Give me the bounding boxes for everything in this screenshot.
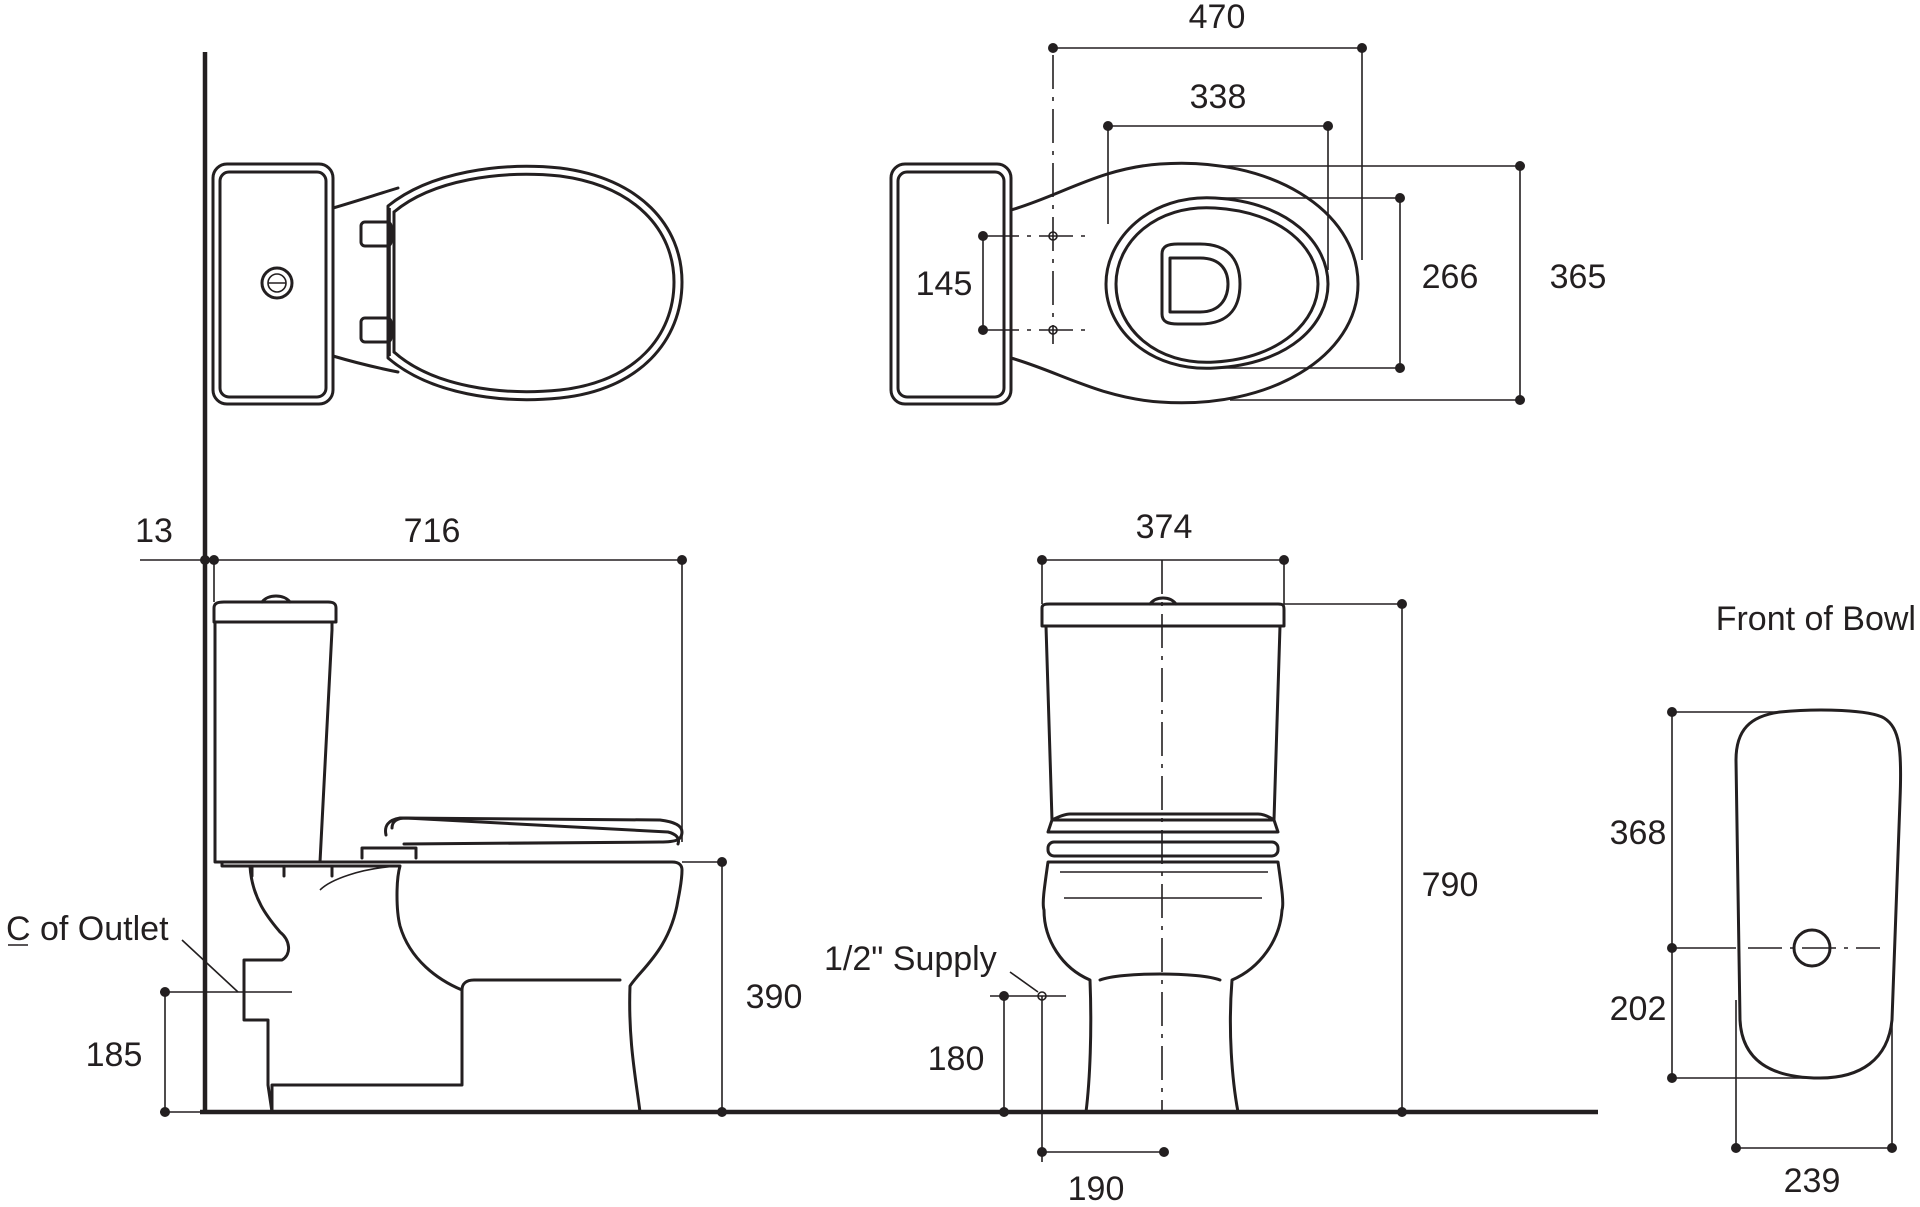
seat-side xyxy=(384,816,684,846)
top-view-open xyxy=(889,55,1360,406)
drain-outer xyxy=(1160,242,1242,326)
dim-365: 365 xyxy=(1550,258,1607,296)
dim-790: 790 xyxy=(1422,866,1479,904)
dim-180: 180 xyxy=(928,1040,985,1078)
lid-side xyxy=(390,816,680,846)
tank-top-outline xyxy=(211,162,335,406)
seat-hinge-side xyxy=(360,846,418,860)
top-view-closed xyxy=(211,162,684,406)
dim-266: 266 xyxy=(1422,258,1479,296)
outlet-label: of Outlet xyxy=(40,910,169,948)
dim-239: 239 xyxy=(1784,1162,1841,1200)
lid-inner xyxy=(392,172,676,394)
front-bowl xyxy=(1041,860,1285,1114)
dim-374: 374 xyxy=(1136,508,1193,546)
front-tank-body xyxy=(1044,624,1282,822)
front-seat xyxy=(1046,840,1280,858)
lid-outline xyxy=(386,164,684,402)
bowl-opening-outline xyxy=(1114,206,1320,364)
dim-145: 145 xyxy=(916,265,973,303)
bowl-rim-outline xyxy=(1009,161,1360,405)
front-tank-lid xyxy=(1040,602,1286,628)
side-view-dimensions: 13 716 390 185 C of Outlet xyxy=(6,512,802,1117)
dim-368: 368 xyxy=(1610,814,1667,852)
hinge-lower xyxy=(359,316,393,344)
front-view xyxy=(1040,560,1286,1114)
bowl-front-outline xyxy=(1734,708,1903,1080)
dim-185: 185 xyxy=(86,1036,143,1074)
front-lid xyxy=(1046,812,1280,834)
tank-side xyxy=(213,620,334,864)
trapway-side xyxy=(242,864,290,1114)
dim-470: 470 xyxy=(1189,0,1246,36)
dim-390: 390 xyxy=(746,978,803,1016)
hinge-upper xyxy=(359,220,393,248)
bowl-seat-outline xyxy=(1104,196,1330,370)
bowl-side xyxy=(220,860,684,1114)
tank-top-inner-2 xyxy=(896,170,1006,399)
drain-inner xyxy=(1168,256,1230,314)
dim-716: 716 xyxy=(404,512,461,550)
front-of-bowl-title: Front of Bowl xyxy=(1716,600,1916,638)
dim-202: 202 xyxy=(1610,990,1667,1028)
tank-lid-side xyxy=(212,600,338,624)
supply-label: 1/2" Supply xyxy=(824,940,997,978)
top-view-dimensions: 470 338 365 266 145 xyxy=(916,0,1607,405)
front-of-bowl-view: Front of Bowl 368 202 239 xyxy=(1610,600,1916,1200)
flush-button-icon xyxy=(260,266,294,300)
dim-338: 338 xyxy=(1190,78,1247,116)
outlet-cl-symbol: C xyxy=(6,910,31,948)
tank-top-outline-2 xyxy=(889,162,1013,406)
dim-13: 13 xyxy=(135,512,173,550)
bowl-neck xyxy=(331,186,400,374)
dim-190: 190 xyxy=(1068,1170,1125,1207)
tank-top-inner xyxy=(218,170,328,399)
side-view xyxy=(212,594,684,1114)
front-view-dimensions: 374 790 180 1/2" Supply 190 xyxy=(824,508,1478,1207)
